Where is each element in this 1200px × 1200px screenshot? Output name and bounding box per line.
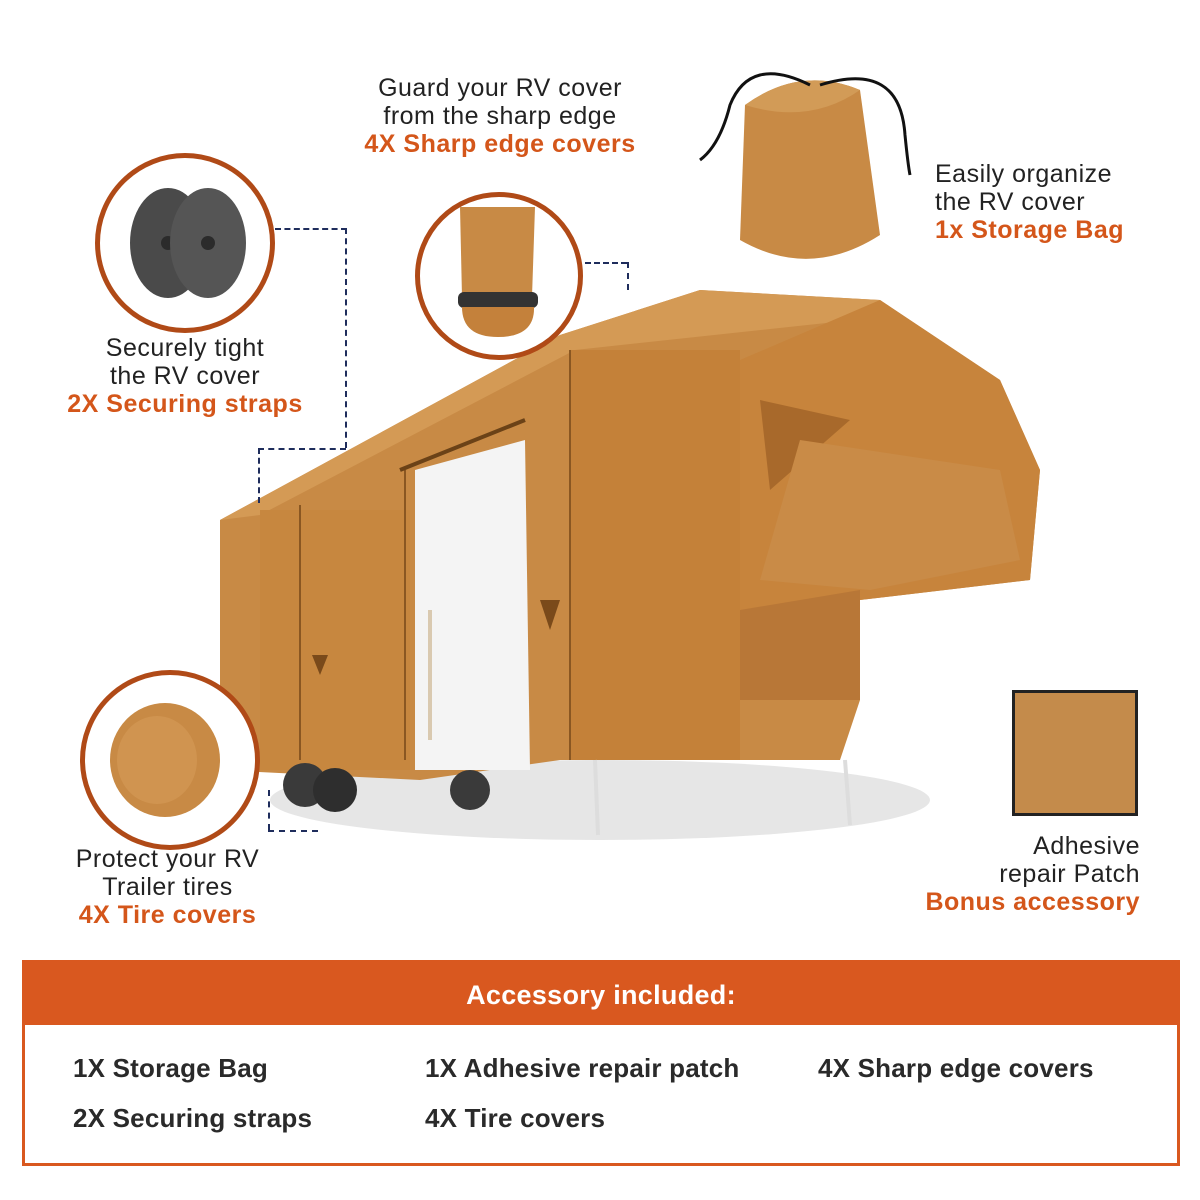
tire-cover-thumbnail	[80, 670, 260, 850]
edge-connector-h	[585, 262, 627, 264]
tire-connector-v	[268, 790, 270, 830]
rv-cover-illustration	[220, 290, 1040, 840]
banner-item: 1X Adhesive repair patch	[425, 1053, 740, 1083]
edge-cover-icon	[458, 207, 538, 337]
banner-title: Accessory included:	[25, 963, 1177, 1025]
banner-item: 2X Securing straps	[73, 1103, 313, 1133]
straps-caption: Securely tight the RV cover 2X Securing …	[67, 334, 303, 418]
patch-caption: Adhesive repair Patch Bonus accessory	[925, 832, 1140, 916]
strap-connector-h	[275, 228, 347, 230]
strap-connector-v	[345, 228, 347, 448]
banner-item: 1X Storage Bag	[73, 1053, 268, 1083]
edge-cover-thumbnail	[415, 192, 583, 360]
strap-connector-v2	[258, 448, 260, 503]
tire-cover-icon	[110, 703, 220, 817]
storage-bag-caption: Easily organize the RV cover 1x Storage …	[935, 160, 1125, 244]
banner-item: 4X Sharp edge covers	[818, 1053, 1094, 1083]
accessory-banner: Accessory included: 1X Storage Bag 1X Ad…	[22, 960, 1180, 1166]
strap-connector-h2	[258, 448, 346, 450]
edge-connector-v	[627, 262, 629, 290]
strap-icon	[130, 188, 246, 298]
tire-connector-h	[268, 830, 318, 832]
storage-bag-icon	[699, 72, 912, 259]
repair-patch-icon	[1012, 690, 1138, 816]
sharp-edge-caption: Guard your RV cover from the sharp edge …	[364, 74, 636, 158]
straps-thumbnail	[95, 153, 275, 333]
banner-item: 4X Tire covers	[425, 1103, 606, 1133]
tires-caption: Protect your RV Trailer tires 4X Tire co…	[75, 845, 260, 929]
